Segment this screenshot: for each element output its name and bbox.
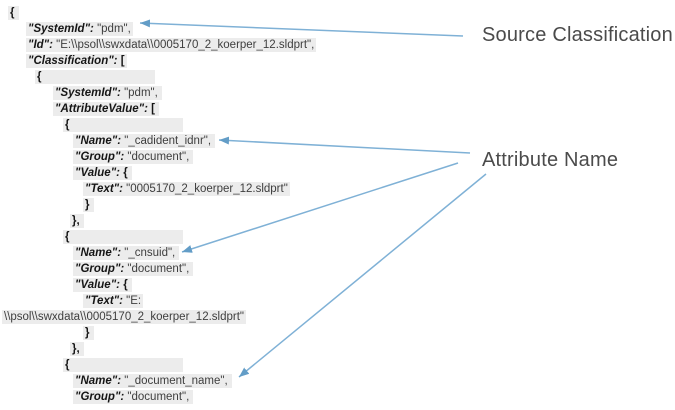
code-line: "Text": "0005170_2_koerper_12.sldprt"	[83, 182, 290, 196]
code-line: "Group": "document",	[73, 390, 194, 406]
code-line: \\psol\\swxdata\\0005170_2_koerper_12.sl…	[2, 310, 246, 324]
code-line: "AttributeValue": [	[53, 102, 159, 118]
code-line: }	[83, 198, 95, 214]
code-line: },	[70, 214, 84, 230]
code-line: "Name": "_document_name",	[73, 374, 232, 390]
code-line: "Group": "document",	[73, 150, 194, 166]
code-line: "Id": "E:\\psol\\swxdata\\0005170_2_koer…	[26, 38, 317, 52]
code-line: "Classification": [	[26, 54, 127, 68]
code-line: "Name": "_cnsuid",	[73, 246, 180, 262]
code-line: {	[8, 6, 20, 22]
code-line: "SystemId": "pdm",	[53, 86, 162, 102]
code-line: "Value": {	[73, 278, 132, 294]
code-line: },	[70, 342, 84, 358]
code-line: {	[63, 358, 184, 374]
code-line: "Value": {	[73, 166, 132, 182]
code-line: {	[63, 230, 184, 246]
annotation-label-attribute-name: Attribute Name	[482, 149, 619, 171]
code-line: "Name": "_cadident_idnr",	[73, 134, 216, 150]
code-line: }	[83, 326, 95, 342]
code-line: {	[35, 70, 156, 86]
code-line: {	[63, 118, 184, 134]
code-line: "Group": "document",	[73, 262, 194, 278]
annotation-label-source-classification: Source Classification	[482, 24, 673, 46]
code-line: "Text": "E:	[83, 294, 144, 308]
code-line: "SystemId": "pdm",	[26, 22, 133, 36]
